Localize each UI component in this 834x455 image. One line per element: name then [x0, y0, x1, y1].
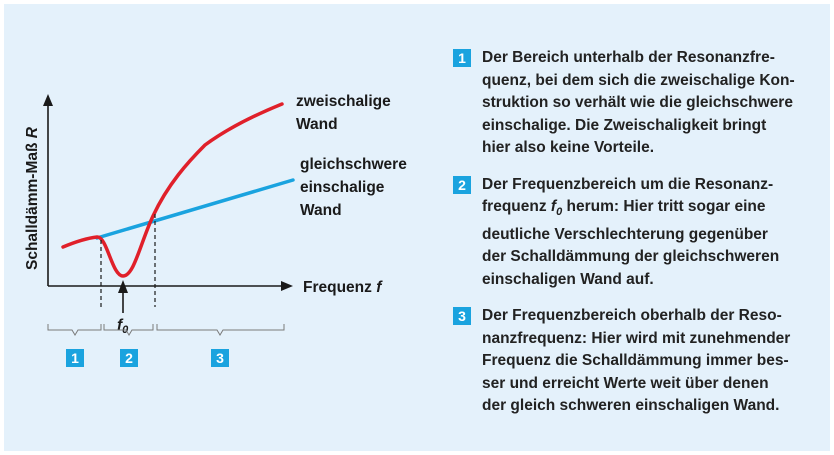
item-1-line-2: quenz, bei dem sich die zweischalige Kon… [482, 71, 795, 89]
explanation-item-2: 2 Der Frequenzbereich um die Resonanz- f… [453, 174, 825, 292]
bracket-region-3 [156, 324, 285, 336]
background-panel [4, 4, 830, 451]
resonance-f: f [117, 317, 124, 334]
region-number-2: 2 [125, 350, 133, 366]
item-1-line-3: struktion so verhält wie die gleichschwe… [482, 94, 793, 111]
y-axis-label: Schalldämm-Maß R [24, 126, 41, 270]
region-number-3: 3 [216, 350, 224, 366]
region-badge-1: 1 [66, 349, 84, 367]
x-axis-label: Frequenz f [303, 279, 383, 296]
explanation-list: 1 Der Bereich unterhalb der Resonanzfre-… [453, 47, 825, 432]
item-badge-1: 1 [453, 49, 471, 67]
x-axis-arrow-icon [281, 281, 293, 291]
item-2-line-2: frequenz f0 herum: Hier tritt sogar eine [482, 198, 766, 219]
item-1-line-1: Der Bereich unterhalb der Resonanzfre- [482, 49, 775, 66]
axes [43, 94, 293, 291]
item-1-line-4: einschalige. Die Zweischaligkeit bringt [482, 116, 767, 134]
item-2-line-3: deutliche Verschlechterung gegenüber [482, 225, 768, 243]
region-brackets [47, 324, 285, 336]
y-axis-arrow-icon [43, 94, 53, 106]
item-3-line-3: Frequenz die Schalldämmung immer bes- [482, 352, 789, 370]
single-wall-line [95, 178, 295, 240]
y-axis-label-main: Schalldämm-Maß [24, 138, 41, 270]
single-wall-label-line-2: einschalige [300, 179, 385, 196]
inline-f0: f0 [550, 198, 563, 219]
item-2-line-1: Der Frequenzbereich um die Resonanz- [482, 175, 774, 193]
region-badge-2: 2 [120, 349, 138, 367]
item-1-line-5: hier also keine Vorteile. [482, 139, 655, 156]
region-number-1: 1 [71, 350, 79, 366]
double-wall-curve [61, 102, 284, 278]
single-wall-label: gleichschwere einschalige Wand [300, 156, 411, 219]
single-wall-label-line-1: gleichschwere [300, 156, 407, 173]
item-2-line-5: einschaligen Wand auf. [482, 270, 654, 288]
double-wall-label-line-2: Wand [296, 116, 338, 133]
x-axis-label-symbol: f [376, 279, 383, 296]
item-3-line-2: nanzfrequenz: Hier wird mit zunehmender [482, 329, 791, 347]
double-wall-label: zweischalige Wand [296, 93, 395, 133]
item-2-line-4: der Schalldämmung der gleichschweren [482, 248, 780, 266]
item-badge-2: 2 [453, 175, 471, 194]
single-wall-label-line-3: Wand [300, 202, 342, 219]
item-badge-3: 3 [453, 307, 471, 326]
region-badge-3: 3 [211, 349, 229, 367]
double-wall-label-line-1: zweischalige [296, 93, 391, 110]
explanation-item-1: 1 Der Bereich unterhalb der Resonanzfre-… [453, 47, 825, 160]
item-text-2: Der Frequenzbereich um die Resonanz- fre… [482, 174, 825, 292]
y-axis-label-symbol: R [24, 126, 41, 138]
explanation-item-3: 3 Der Frequenzbereich oberhalb der Reso-… [453, 305, 825, 418]
item-3-line-1: Der Frequenzbereich oberhalb der Reso- [482, 307, 782, 325]
item-3-line-4: ser und erreicht Werte weit über denen [482, 374, 769, 392]
item-text-3: Der Frequenzbereich oberhalb der Reso- n… [482, 305, 825, 418]
resonance-arrow-icon [118, 280, 128, 293]
bracket-region-1 [47, 324, 102, 336]
bracket-region-2 [103, 324, 154, 336]
item-3-line-5: der gleich schweren einschaligen Wand. [482, 397, 780, 415]
item-text-1: Der Bereich unterhalb der Resonanzfre- q… [482, 47, 825, 160]
